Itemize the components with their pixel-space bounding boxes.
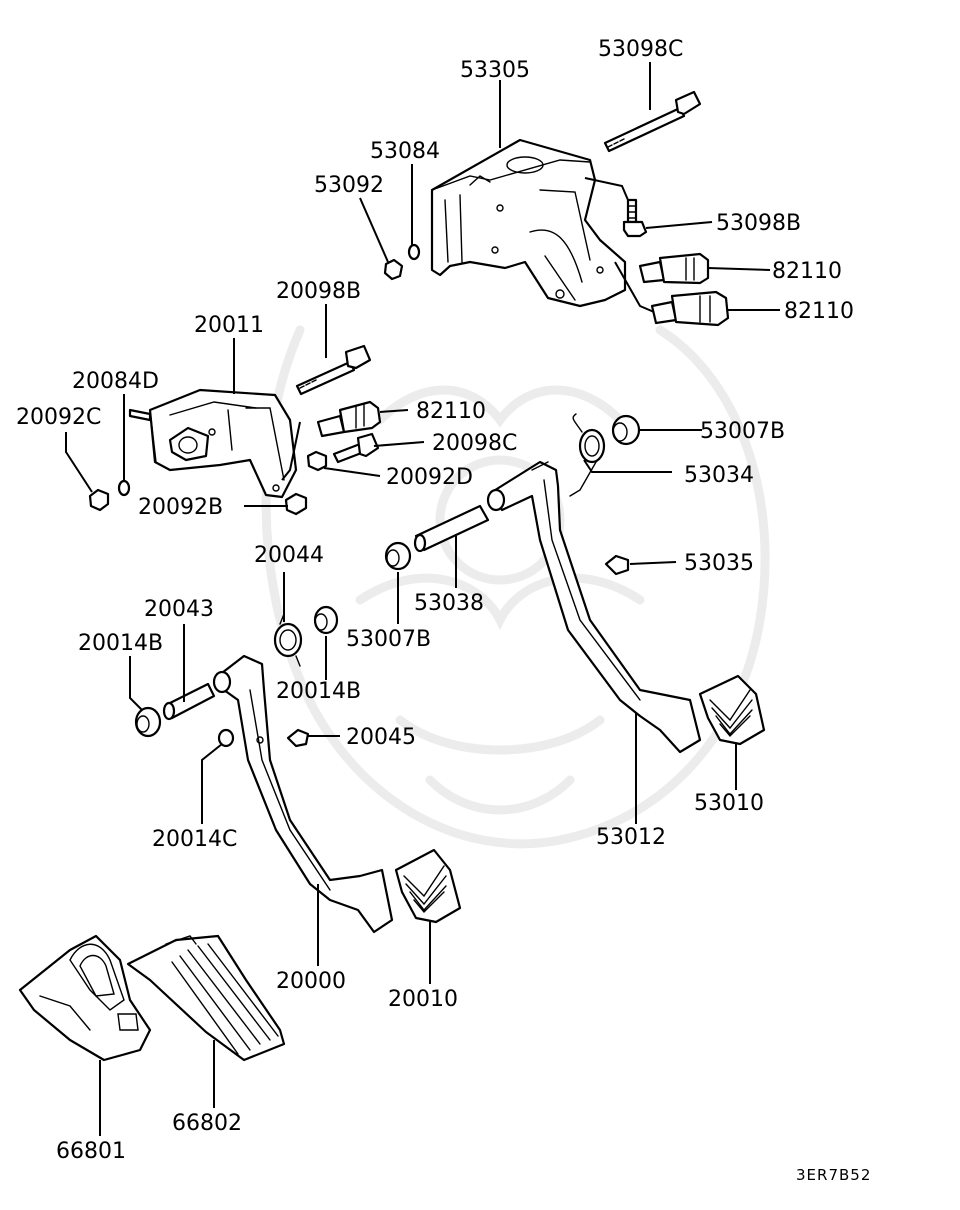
washer-53084 [407, 243, 421, 261]
brake-pedal-bracket [148, 388, 298, 499]
label-53012: 53012 [596, 825, 666, 850]
label-20014C: 20014C [152, 827, 237, 852]
nut-53092 [383, 258, 404, 281]
washer-20084D [117, 479, 131, 497]
label-20014B-right: 20014B [276, 679, 361, 704]
bushing-20014B-left [134, 706, 162, 738]
bolt-53098C [603, 90, 702, 153]
label-20011: 20011 [194, 313, 264, 338]
label-20092C: 20092C [16, 405, 101, 430]
label-53007B-upper: 53007B [700, 419, 785, 444]
bolt-20098C [332, 432, 380, 464]
watermark [261, 325, 770, 849]
label-53010: 53010 [694, 791, 764, 816]
nut-20092C [88, 488, 110, 512]
label-53098C: 53098C [598, 37, 683, 62]
stop-lamp-switch-lower [650, 290, 730, 327]
label-20014B-left: 20014B [78, 631, 163, 656]
part-labels: 53098C 53305 53084 53092 53098B 82110 82… [16, 37, 871, 1184]
diagram-code: 3ER7B52 [796, 1166, 871, 1184]
label-20044: 20044 [254, 543, 324, 568]
return-spring-20044 [273, 613, 303, 667]
label-20098C: 20098C [432, 431, 517, 456]
brake-pedal-pad-20010 [394, 848, 462, 924]
stopper-20045 [286, 728, 310, 748]
label-20092B: 20092B [138, 495, 223, 520]
label-66801: 66801 [56, 1139, 126, 1164]
clutch-pedal-arm-53012 [486, 460, 702, 754]
bushing-20014B-right [313, 605, 339, 635]
label-66802: 66802 [172, 1111, 242, 1136]
label-82110-c: 82110 [416, 399, 486, 424]
label-53007B-lower: 53007B [346, 627, 431, 652]
bushing-53007B-upper [611, 414, 641, 446]
nut-20092D [306, 450, 328, 472]
stop-lamp-switch-upper [638, 252, 710, 285]
label-53034: 53034 [684, 463, 754, 488]
label-53305: 53305 [460, 58, 530, 83]
stop-lamp-switch-middle [316, 400, 382, 438]
leader-lines [65, 62, 780, 1136]
label-20045: 20045 [346, 725, 416, 750]
label-82110-a: 82110 [772, 259, 842, 284]
label-53098B: 53098B [716, 211, 801, 236]
label-53035: 53035 [684, 551, 754, 576]
label-20000: 20000 [276, 969, 346, 994]
bolt-53098B [622, 198, 648, 238]
pivot-shaft-53038 [413, 504, 490, 553]
label-20043: 20043 [144, 597, 214, 622]
label-20098B: 20098B [276, 279, 361, 304]
label-53092: 53092 [314, 173, 384, 198]
label-82110-b: 82110 [784, 299, 854, 324]
bushing-53007B-lower [384, 541, 412, 571]
brake-pedal-arm-20000 [212, 654, 394, 934]
label-20084D: 20084D [72, 369, 159, 394]
bolt-20098B [295, 344, 372, 396]
return-spring-53034 [569, 413, 606, 497]
accelerator-bracket-66801 [18, 934, 152, 1062]
pivot-shaft-20043 [162, 682, 216, 721]
label-53038: 53038 [414, 591, 484, 616]
stud-20084D [128, 408, 152, 422]
clutch-pedal-bracket [430, 138, 627, 308]
clutch-pedal-pad-53010 [698, 674, 766, 746]
label-20092D: 20092D [386, 465, 473, 490]
label-53084: 53084 [370, 139, 440, 164]
bushing-20014C [217, 728, 235, 748]
stopper-53035 [604, 554, 630, 576]
nut-20092B [284, 492, 308, 516]
label-20010: 20010 [388, 987, 458, 1012]
parts [18, 90, 766, 1062]
accelerator-pedal-66802 [126, 934, 286, 1062]
